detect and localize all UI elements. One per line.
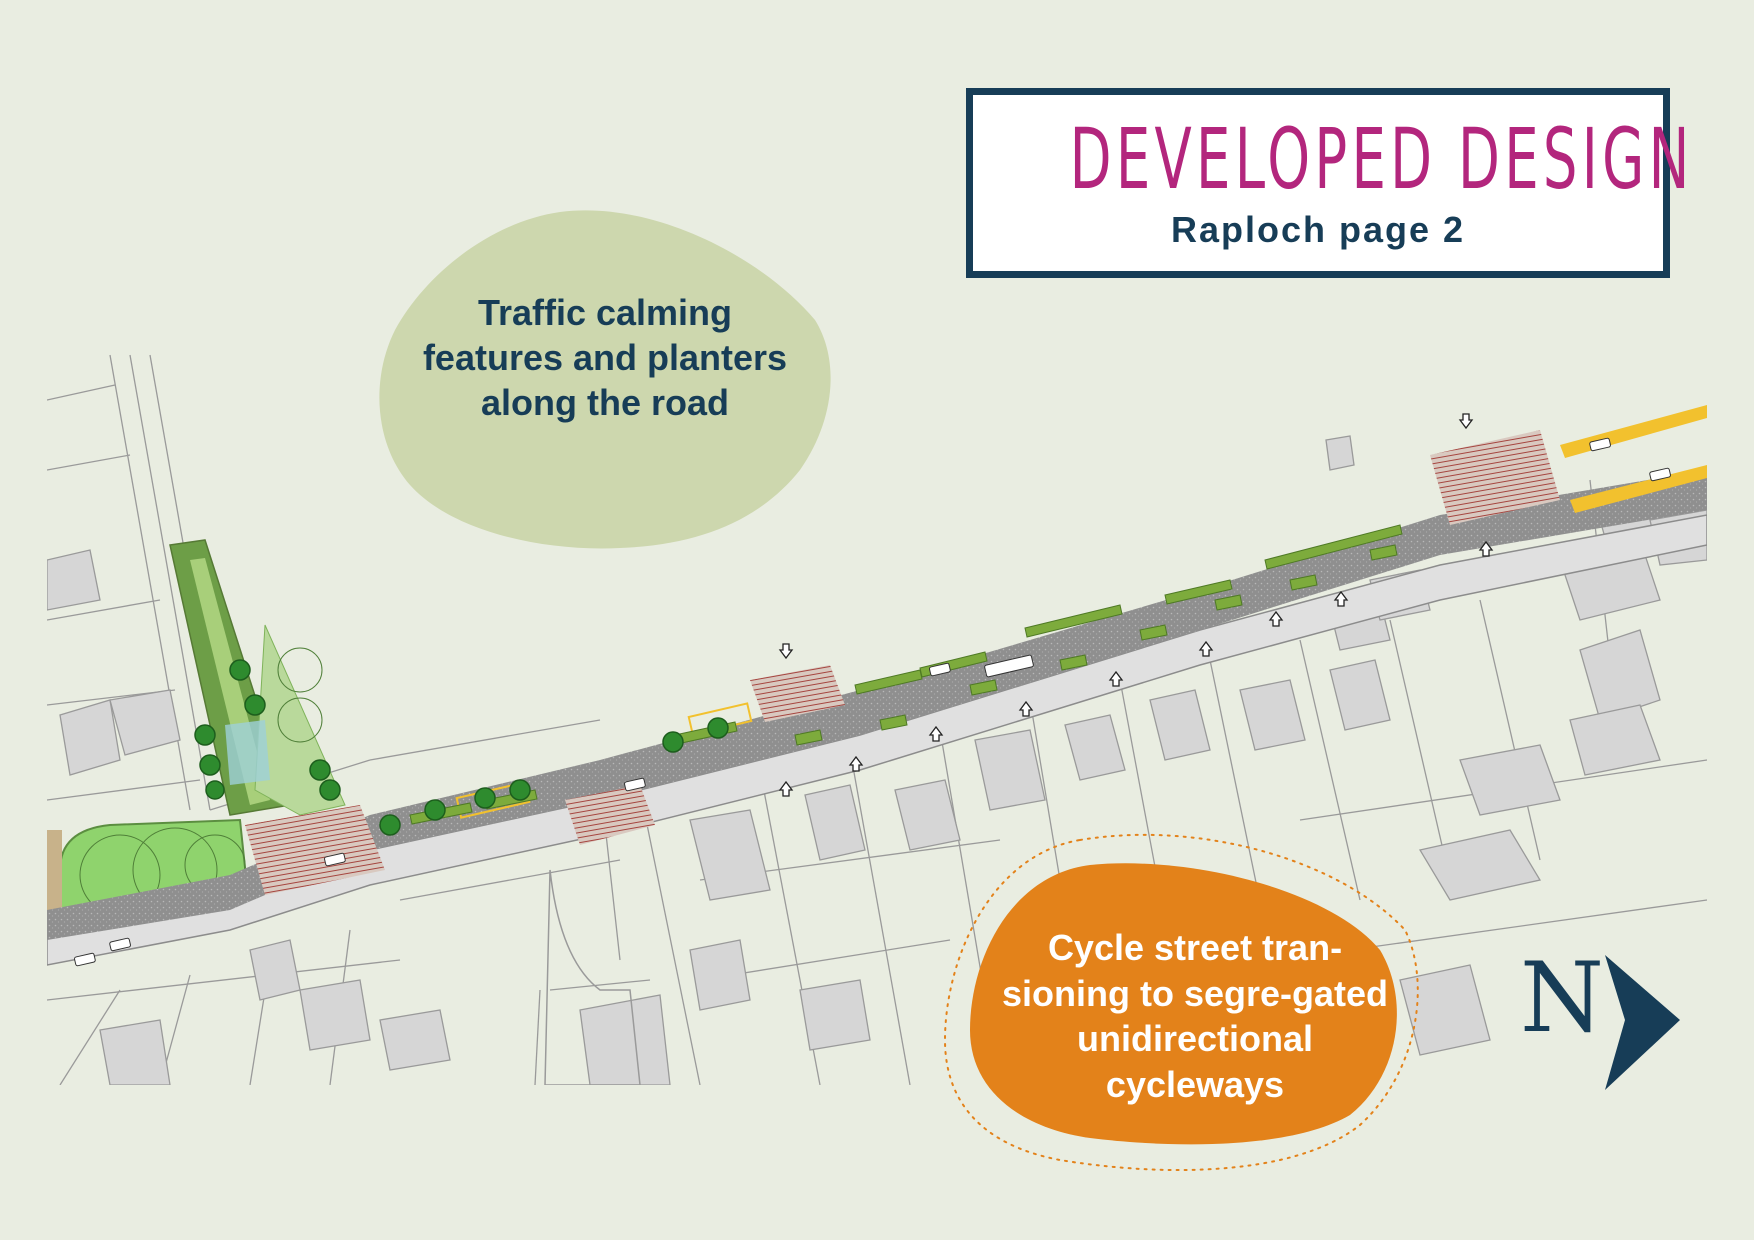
north-arrow-icon [1605, 955, 1680, 1090]
plan-drawing [47, 354, 1707, 1085]
cycle-street-bubble-ring [943, 833, 1419, 1172]
raised-crossings [245, 430, 1560, 895]
traffic-calming-bubble [379, 210, 831, 549]
north-indicator: N [1520, 950, 1700, 1100]
page-subtitle: Raploch page 2 [1170, 209, 1466, 250]
buildings [47, 435, 1707, 1085]
vehicles [74, 437, 1671, 967]
cycle-street-callout-text: Cycle street tran-sioning to segre-gated… [1001, 927, 1389, 1106]
north-letter: N [1520, 942, 1604, 1054]
trees [194, 659, 729, 836]
side-roads [544, 869, 641, 1085]
page-title: DEVELOPED DESIGN [1069, 110, 1694, 208]
cycle-street-bubble [970, 863, 1397, 1145]
direction-arrows [778, 413, 1494, 797]
traffic-calming-callout-text: Traffic calming features and planters al… [422, 292, 788, 423]
title-box: DEVELOPED DESIGN Raploch page 2 [966, 88, 1694, 278]
